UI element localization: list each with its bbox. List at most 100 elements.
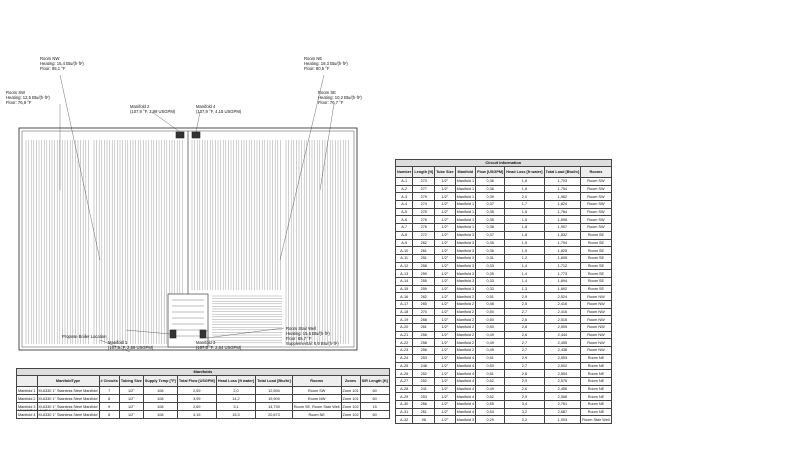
circuit-cell: Room SW xyxy=(580,223,612,232)
circuit-cell: 1/2" xyxy=(434,415,456,424)
circuit-cell: Manifold 4 xyxy=(454,353,477,363)
room-ne-label: Room NE Heating: 19,3 Btu/(h·ft²) Floor:… xyxy=(304,56,348,71)
circuit-cell: Manifold 3 xyxy=(454,238,477,248)
circuit-cell: Manifold 4 xyxy=(454,392,477,401)
circuit-cell: 1,605 xyxy=(543,253,582,263)
room-sw-label: Room SW Heating: 12,5 Btu/(h·ft²) Floor:… xyxy=(6,90,50,105)
circuit-cell: 1,6 xyxy=(504,184,545,194)
manifold-cell: 20,673 xyxy=(255,410,293,419)
manifold-cell: 3,99 xyxy=(176,394,217,403)
circuit-cell: 1/2" xyxy=(434,353,456,363)
circuit-cell: 2,5 xyxy=(504,300,545,309)
circuit-cell: 1,4 xyxy=(504,261,545,271)
circuit-cell: Room SE xyxy=(580,261,612,271)
circuit-cell: 1,962 xyxy=(543,192,582,202)
circuit-cell: Manifold 4 xyxy=(454,399,477,409)
circuit-header-cell: Total Load [Btu/hr] xyxy=(543,166,582,178)
manifold-1-detail: (107,5 °F, 2,59 USGPM) xyxy=(108,345,154,350)
manifold-4-name: Manifold 4 xyxy=(196,104,216,109)
manifold-cell: 2,0 xyxy=(215,386,257,395)
manifold-header-cell: Zones xyxy=(340,375,361,387)
circuit-cell: Manifold 4 xyxy=(454,361,477,371)
circuit-cell: 0,37 xyxy=(475,230,506,240)
circuit-cell: Room SE xyxy=(580,269,612,278)
circuit-cell: Manifold 4 xyxy=(454,384,477,394)
manifold-cell: 2,69 xyxy=(176,402,217,411)
circuit-header-cell: Tube Size xyxy=(434,166,456,178)
circuit-cell: Room NE xyxy=(580,361,612,371)
circuit-cell: 1/2" xyxy=(434,376,456,386)
circuit-cell: A-19 xyxy=(394,315,414,325)
circuit-header-cell: Length [ft] xyxy=(412,166,436,178)
circuit-cell: 0,52 xyxy=(475,376,506,386)
circuit-cell: Room NE xyxy=(580,353,612,363)
circuit-cell: Manifold 3 xyxy=(454,276,477,286)
circuit-cell: 2,455 xyxy=(543,338,582,348)
circuit-cell: A-29 xyxy=(394,392,414,401)
circuit-cell: Manifold 2 xyxy=(454,323,477,332)
manifold-cell: 1/2" xyxy=(118,394,144,403)
circuit-cell: 2,456 xyxy=(543,384,582,394)
manifold-cell: 108 xyxy=(142,394,178,403)
circuit-cell: Manifold 1 xyxy=(454,184,477,194)
manifold-cell: Zone 101 xyxy=(340,394,361,403)
circuit-cell: 1,832 xyxy=(543,230,582,240)
circuit-cell: 1/2" xyxy=(434,361,456,371)
circuit-cell: 255 xyxy=(412,276,436,286)
circuit-cell: 2,9 xyxy=(504,353,545,363)
circuit-cell: 2,416 xyxy=(543,300,582,309)
circuit-cell: 0,33 xyxy=(475,276,506,286)
room-se-floor: Floor: 76,7 °F xyxy=(318,100,344,105)
circuit-cell: 268 xyxy=(412,315,436,325)
manifold-cell: 108 xyxy=(142,386,178,395)
circuit-cell: Room NW xyxy=(580,338,612,348)
circuit-cell: 1/2" xyxy=(434,300,456,309)
manifold-cell: 1/2" xyxy=(118,410,144,419)
circuit-cell: Room SW xyxy=(580,207,612,217)
circuit-cell: 2,6 xyxy=(504,330,545,340)
room-nw-floor: Floor: 85,1 °F xyxy=(40,66,66,71)
circuit-cell: A-1 xyxy=(394,177,414,186)
circuit-cell: 1,2 xyxy=(504,253,545,263)
circuit-cell: Manifold 2 xyxy=(454,307,477,317)
circuit-cell: 0,37 xyxy=(475,200,506,209)
circuit-cell: Room NW xyxy=(580,323,612,332)
circuit-cell: 3,4 xyxy=(504,399,545,409)
circuit-cell: A-5 xyxy=(394,207,414,217)
manifold-cell: 4,15 xyxy=(176,410,217,419)
circuit-cell: 1,712 xyxy=(543,261,582,271)
circuit-cell: Room NW xyxy=(580,300,612,309)
circuit-cell: Room NW xyxy=(580,315,612,325)
circuit-cell: 252 xyxy=(412,369,436,378)
manifold-cell: Room NW xyxy=(291,394,342,403)
circuit-cell: 2,524 xyxy=(543,292,582,301)
manifold-cell: 14,2 xyxy=(215,394,257,403)
circuit-cell: 1/2" xyxy=(434,215,456,225)
circuit-cell: Room SW xyxy=(580,192,612,202)
room-se-name: Room SE xyxy=(318,90,336,95)
circuit-cell: Room SE xyxy=(580,246,612,255)
circuit-cell: A-14 xyxy=(394,276,414,286)
circuit-cell: 2,8 xyxy=(504,369,545,378)
circuit-cell: 2,7 xyxy=(504,338,545,348)
manifold-cell: 9 xyxy=(98,402,120,411)
circuit-cell: Manifold 3 xyxy=(454,415,477,424)
circuit-cell: 2,9 xyxy=(504,376,545,386)
circuit-cell: A-22 xyxy=(394,338,414,348)
circuit-cell: 277 xyxy=(412,184,436,194)
manifold-1-label: Manifold 1 (107,5 °F, 2,59 USGPM) xyxy=(108,340,153,350)
circuit-cell: A-31 xyxy=(394,407,414,417)
circuit-cell: Room NE xyxy=(580,369,612,378)
circuit-cell: 0,51 xyxy=(475,292,506,301)
circuit-cell: 1,794 xyxy=(543,238,582,248)
circuit-cell: 0,50 xyxy=(475,315,506,325)
circuit-cell: A-16 xyxy=(394,292,414,301)
circuit-cell: 251 xyxy=(412,253,436,263)
